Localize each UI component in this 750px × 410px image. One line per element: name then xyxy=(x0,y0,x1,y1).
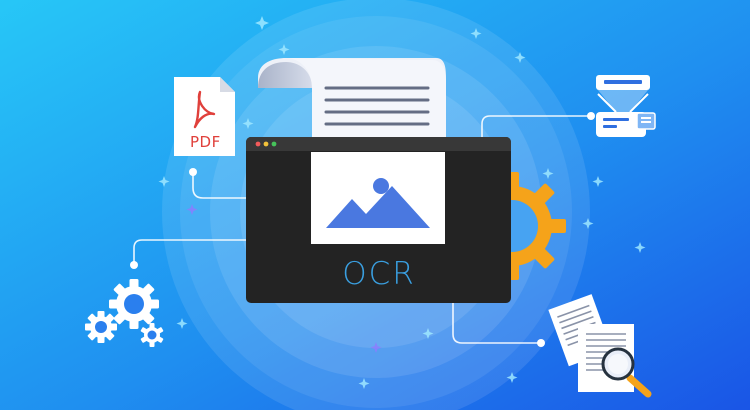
magnifier-document-icon xyxy=(548,294,652,398)
ocr-label: OCR xyxy=(342,256,416,292)
settings-gears-icon xyxy=(85,279,164,347)
window-titlebar xyxy=(246,137,511,151)
scanner-icon xyxy=(596,75,656,137)
window-minimize-dot xyxy=(263,141,269,147)
ocr-window: OCR xyxy=(246,137,511,303)
window-maximize-dot xyxy=(271,141,277,147)
window-close-dot xyxy=(255,141,261,147)
pdf-document-icon: PDF xyxy=(174,77,235,156)
image-icon xyxy=(311,152,445,244)
connector-lines xyxy=(133,115,591,344)
sparkles xyxy=(158,16,646,389)
connector-dots xyxy=(130,112,595,347)
purple-sparkles xyxy=(186,204,382,353)
pdf-label: PDF xyxy=(190,133,221,151)
paper-scroll-icon xyxy=(258,58,446,150)
